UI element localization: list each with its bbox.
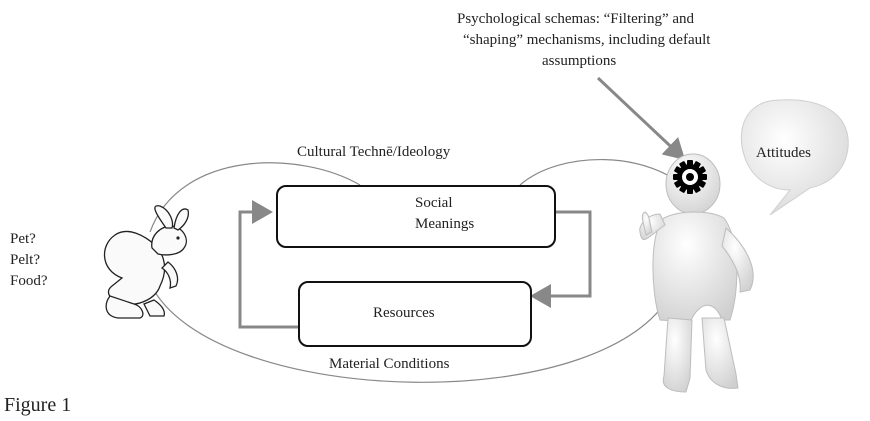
resources-box <box>298 281 532 347</box>
ideology-label: Cultural Technē/Ideology <box>297 144 451 160</box>
resources-label: Resources <box>373 305 435 321</box>
speech-bubble <box>740 99 849 216</box>
ideology-loop-top <box>149 162 361 233</box>
person-figure <box>639 153 754 393</box>
figure-caption: Figure 1 <box>4 394 72 416</box>
ideology-loop-bottom <box>149 282 676 383</box>
attitudes-label: Attitudes <box>756 145 811 161</box>
rabbit-question-food: Food? <box>10 273 48 289</box>
gear-icon <box>673 160 707 194</box>
schema-arrow <box>596 76 686 161</box>
schema-label-line-3: assumptions <box>542 53 617 69</box>
social-meanings-box <box>276 185 556 248</box>
social-meanings-line-1: Social <box>415 195 453 211</box>
cycle-arrow-right <box>530 210 592 308</box>
schema-label-line-2: “shaping” mechanisms, including default <box>463 32 711 48</box>
rabbit-question-pet: Pet? <box>10 231 36 247</box>
cycle-arrow-left <box>238 200 298 329</box>
material-conditions-label: Material Conditions <box>329 356 450 372</box>
rabbit-illustration <box>103 205 190 319</box>
rabbit-question-pelt: Pelt? <box>10 252 40 268</box>
social-meanings-line-2: Meanings <box>415 216 475 232</box>
schema-label-line-1: Psychological schemas: “Filtering” and <box>457 11 695 27</box>
